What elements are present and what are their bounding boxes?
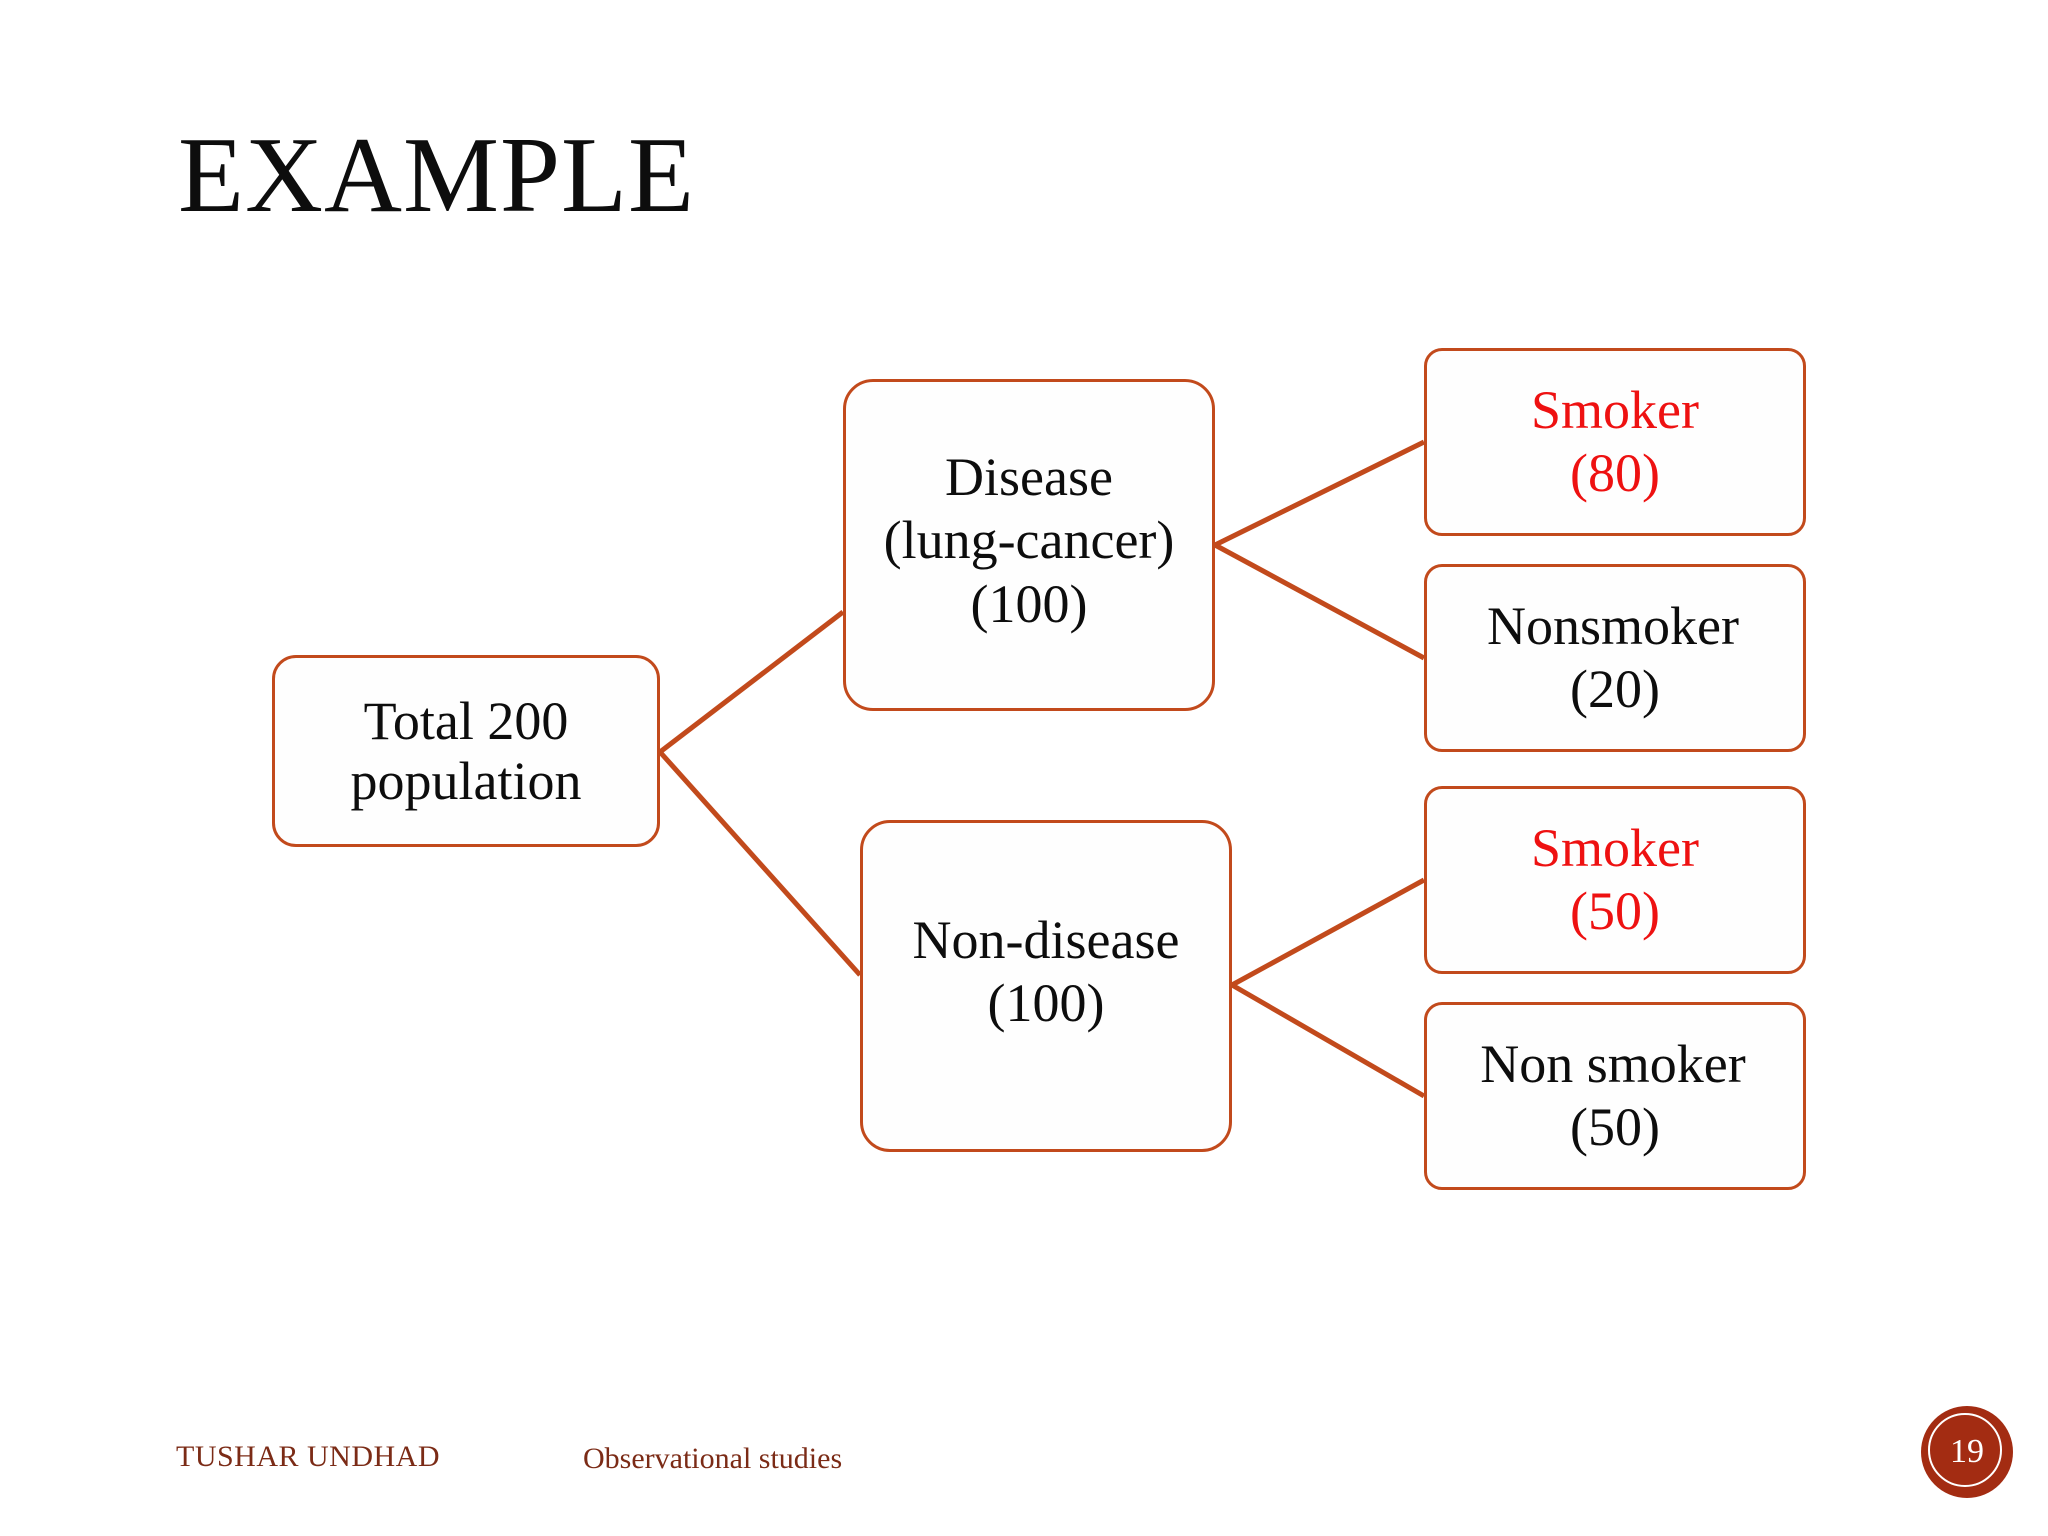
node-disease[interactable]: Disease (lung-cancer) (100) — [843, 379, 1215, 711]
node-total-population[interactable]: Total 200 population — [272, 655, 660, 847]
page-number: 19 — [1950, 1433, 1984, 1470]
node-disease-nonsmoker-count: (20) — [1570, 659, 1660, 719]
node-non-disease-line1: Non-disease — [912, 910, 1180, 970]
node-disease-line3: (100) — [970, 573, 1088, 634]
footer-author: TUSHAR UNDHAD — [176, 1440, 441, 1473]
node-disease-smoker-label: Smoker — [1531, 379, 1699, 440]
connector-root-to-nondisease — [658, 750, 862, 977]
node-non-disease-smoker-label: Smoker — [1531, 817, 1699, 878]
node-total-line1: Total 200 — [363, 690, 569, 751]
node-non-disease-smoker[interactable]: Smoker (50) — [1424, 786, 1806, 974]
node-disease-nonsmoker[interactable]: Nonsmoker (20) — [1424, 564, 1806, 752]
node-non-disease-line2: (100) — [987, 973, 1105, 1034]
connector-nondisease-to-nonsmoker — [1230, 982, 1426, 1099]
node-non-disease-nonsmoker-label: Non smoker — [1480, 1033, 1746, 1094]
node-total-line2: population — [350, 751, 582, 811]
connector-root-to-disease — [658, 610, 845, 754]
node-disease-smoker[interactable]: Smoker (80) — [1424, 348, 1806, 536]
node-non-disease[interactable]: Non-disease (100) — [860, 820, 1232, 1152]
node-non-disease-nonsmoker[interactable]: Non smoker (50) — [1424, 1002, 1806, 1190]
node-non-disease-smoker-count: (50) — [1570, 881, 1660, 941]
page-number-badge: 19 — [1921, 1406, 2013, 1498]
node-disease-nonsmoker-label: Nonsmoker — [1487, 595, 1739, 656]
node-disease-line1: Disease — [945, 447, 1113, 508]
connector-nondisease-to-smoker — [1230, 877, 1426, 988]
node-disease-line2: (lung-cancer) — [883, 510, 1175, 571]
connector-disease-to-smoker — [1213, 439, 1426, 548]
page-title: EXAMPLE — [178, 116, 695, 235]
node-non-disease-nonsmoker-count: (50) — [1570, 1097, 1660, 1157]
connector-disease-to-nonsmoker — [1213, 542, 1426, 661]
footer-subject: Observational studies — [583, 1442, 843, 1475]
node-disease-smoker-count: (80) — [1570, 443, 1660, 503]
